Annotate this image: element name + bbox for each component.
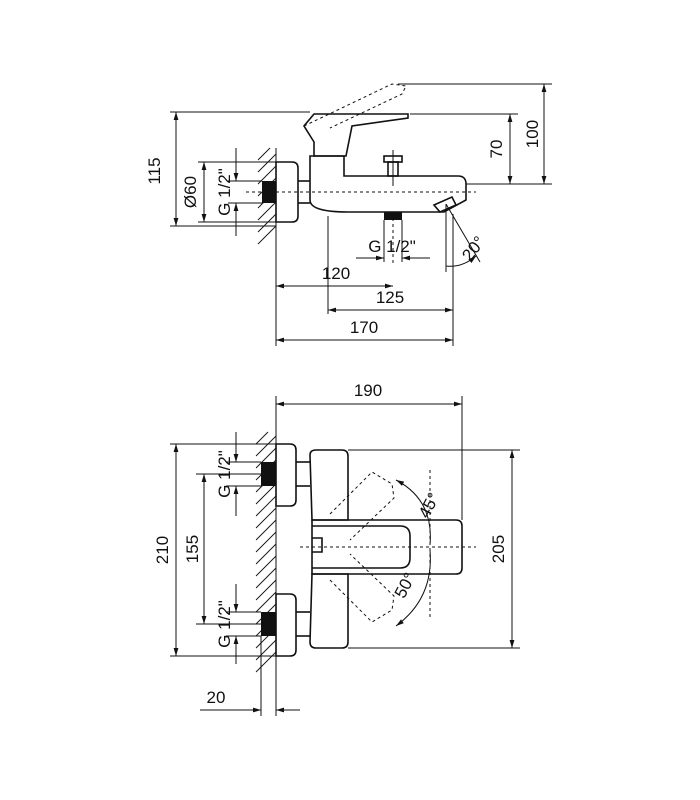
- dim-190: 190: [354, 381, 382, 400]
- thread-bottom: G 1/2": [215, 600, 234, 648]
- dim-115: 115: [145, 157, 164, 184]
- spout-tip: [432, 195, 458, 213]
- dim-70: 70: [487, 140, 506, 159]
- dim-100: 100: [523, 120, 542, 148]
- lever-rotated-down: [329, 553, 395, 623]
- front-view: 45° 50° 190 210 155 G 1/2" G 1/2" 205: [153, 381, 520, 716]
- wall-nut-top: [261, 462, 276, 486]
- side-view: 115 Ø60 G 1/2" 100 70 G 1/2" 20° 12: [145, 83, 552, 346]
- angle-45: 45°: [415, 490, 444, 522]
- dim-205: 205: [489, 535, 508, 563]
- angle-spout: 20°: [458, 233, 489, 265]
- dim-155: 155: [183, 535, 202, 563]
- wall-nut: [262, 181, 276, 203]
- dim-d60: Ø60: [181, 176, 200, 208]
- escutcheon: [275, 161, 299, 223]
- dim-170: 170: [350, 318, 378, 337]
- thread-top: G 1/2": [215, 450, 234, 498]
- lever-raised: [303, 83, 407, 129]
- lever-front: [311, 519, 463, 575]
- dim-20: 20: [207, 688, 226, 707]
- outlet-thread: [384, 212, 402, 220]
- dim-125: 125: [376, 288, 404, 307]
- diverter-knob: [383, 150, 403, 186]
- escutcheon-bottom: [275, 593, 297, 657]
- lever-rotated-up: [329, 471, 395, 541]
- lever: [303, 113, 409, 157]
- thread-outlet: G 1/2": [368, 237, 416, 256]
- mixer-body: [309, 155, 467, 213]
- escutcheon-top: [275, 443, 297, 507]
- mixer-body-front: [309, 449, 349, 521]
- dim-120: 120: [322, 264, 350, 283]
- dim-210: 210: [153, 536, 172, 564]
- thread-wall-side: G 1/2": [215, 168, 234, 216]
- wall-nut-bottom: [261, 612, 276, 636]
